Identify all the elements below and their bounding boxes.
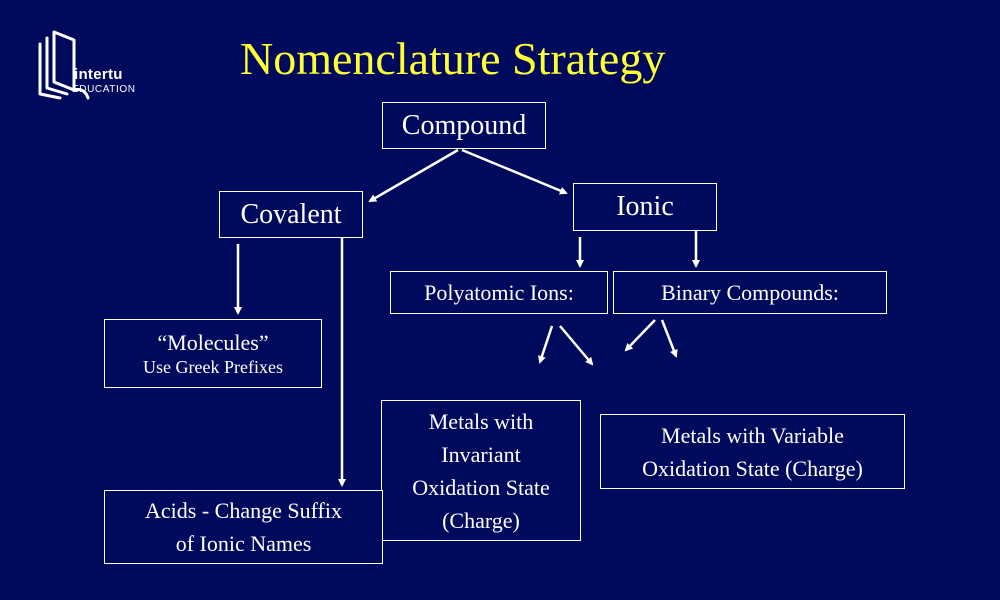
node-ionic-label: Ionic (616, 191, 674, 222)
node-covalent: Covalent (219, 191, 363, 238)
node-ionic: Ionic (573, 183, 717, 231)
node-molecules-line1: “Molecules” (157, 329, 269, 355)
logo-wordmark: intertu (74, 66, 123, 83)
arrow-compound-ionic (461, 148, 568, 195)
arrow-binary-right (660, 319, 678, 358)
node-invariant-line4: (Charge) (442, 507, 520, 533)
node-variable-line2: Oxidation State (Charge) (642, 455, 863, 481)
node-acids: Acids - Change Suffix of Ionic Names (104, 490, 383, 564)
node-binary: Binary Compounds: (613, 271, 887, 314)
node-polyatomic: Polyatomic Ions: (390, 271, 608, 314)
book-icon (38, 30, 90, 100)
node-covalent-label: Covalent (240, 198, 342, 230)
logo-subtitle: EDUCATION (72, 84, 136, 95)
node-acids-line2: of Ionic Names (175, 531, 312, 556)
node-compound: Compound (382, 102, 546, 149)
node-molecules: “Molecules” Use Greek Prefixes (104, 319, 322, 388)
node-acids-line1: Acids - Change Suffix (145, 498, 342, 523)
arrow-compound-covalent (368, 148, 459, 203)
page-title: Nomenclature Strategy (240, 33, 666, 84)
node-molecules-line2: Use Greek Prefixes (143, 356, 283, 377)
arrow-polyatomic-right (559, 325, 594, 366)
arrow-binary-left (624, 319, 656, 352)
node-invariant: Metals with Invariant Oxidation State (C… (381, 400, 581, 541)
node-compound-label: Compound (401, 109, 527, 141)
arrow-polyatomic-left (538, 325, 554, 364)
logo: intertu EDUCATION (34, 28, 164, 108)
node-variable-line1: Metals with Variable (661, 422, 844, 448)
node-variable: Metals with Variable Oxidation State (Ch… (600, 414, 905, 489)
node-invariant-line3: Oxidation State (412, 474, 550, 500)
node-binary-label: Binary Compounds: (661, 279, 839, 305)
node-invariant-line1: Metals with (428, 408, 534, 434)
node-invariant-line2: Invariant (441, 441, 521, 467)
node-polyatomic-label: Polyatomic Ions: (424, 279, 574, 305)
